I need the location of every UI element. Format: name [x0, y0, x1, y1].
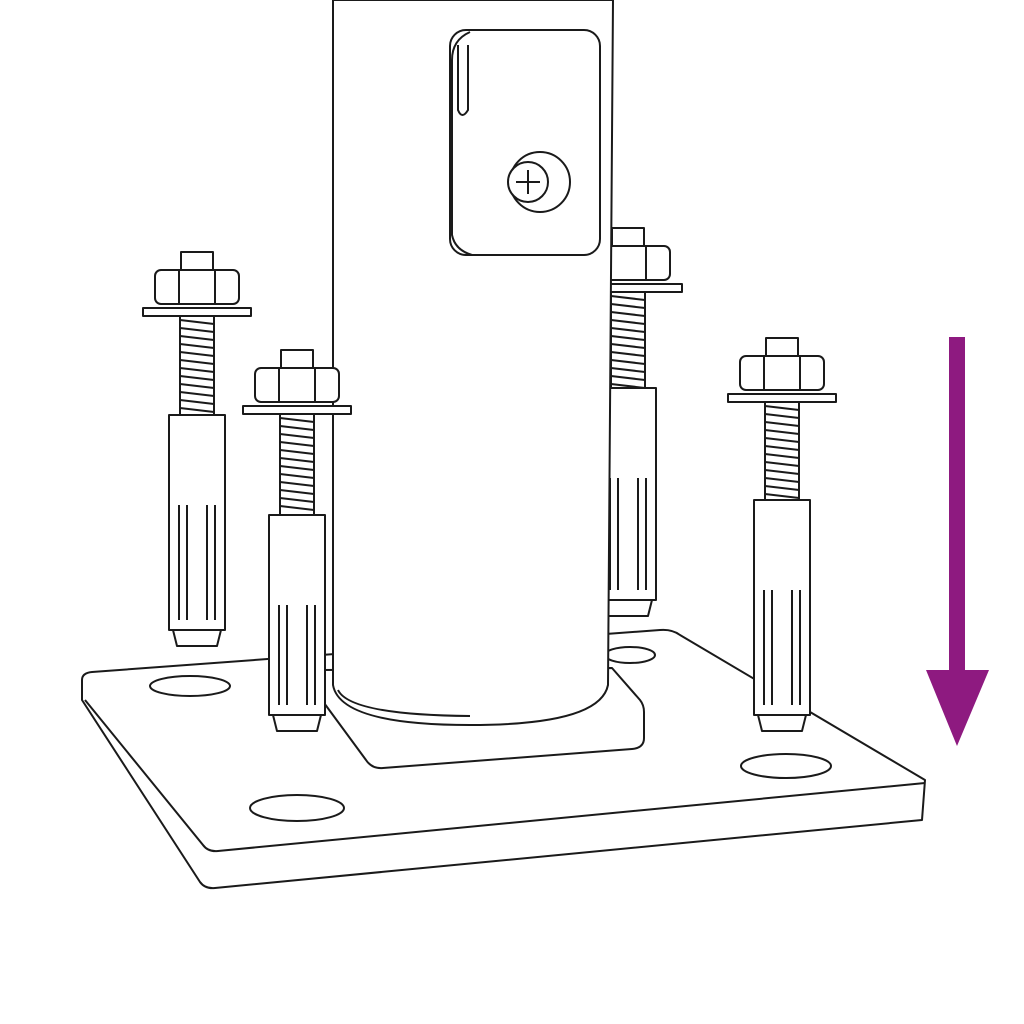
- hex-nut: [739, 355, 825, 391]
- hex-nut: [154, 269, 240, 305]
- plate-hole: [604, 646, 656, 664]
- expansion-bolt: [727, 337, 837, 732]
- anchor-sleeve: [268, 514, 326, 716]
- plate-hole: [149, 675, 231, 697]
- post: [332, 0, 614, 726]
- down-arrow-icon: [926, 337, 989, 746]
- anchor-sleeve: [753, 499, 811, 716]
- anchor-sleeve: [168, 414, 226, 631]
- expansion-bolt: [242, 349, 352, 732]
- plate-hole: [740, 753, 832, 779]
- post-clip: [449, 29, 601, 256]
- expansion-bolt: [142, 251, 252, 647]
- washer: [242, 405, 352, 415]
- washer: [727, 393, 837, 403]
- plate-hole: [249, 794, 345, 822]
- hex-nut: [254, 367, 340, 403]
- washer: [142, 307, 252, 317]
